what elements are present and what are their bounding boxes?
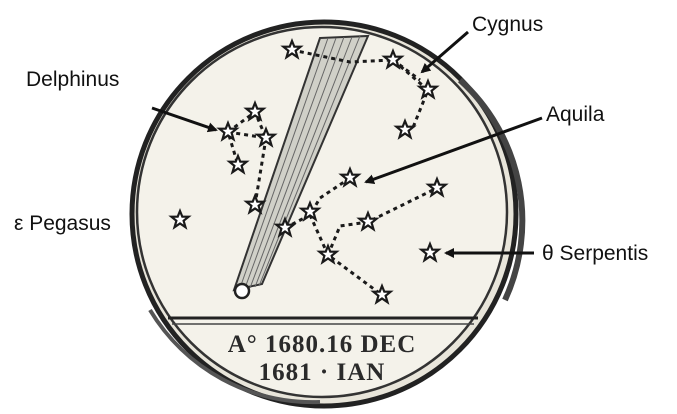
label-delphinus: Delphinus (26, 68, 119, 91)
comet-head (235, 284, 249, 298)
label-aquila: Aquila (546, 103, 605, 126)
label-cygnus: Cygnus (472, 13, 543, 36)
label-pegasus: ε Pegasus (14, 212, 111, 235)
label-serpentis: θ Serpentis (542, 242, 648, 265)
inscription-line-1: A° 1680.16 DEC (228, 331, 417, 358)
inscription-line-2: 1681 · IAN (259, 359, 386, 386)
